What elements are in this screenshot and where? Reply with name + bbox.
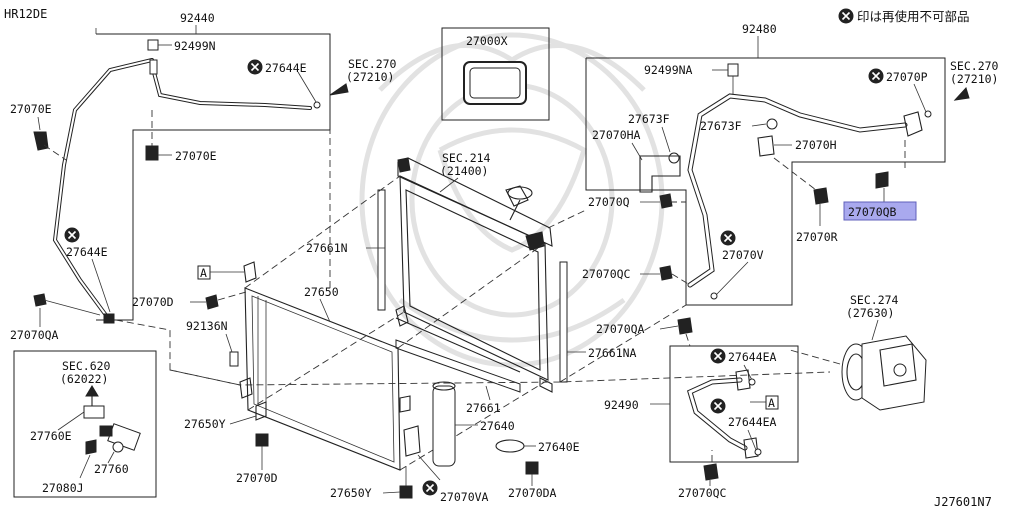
hose-assembly-92490: 92490 27070QA 27644EA A 27644EA xyxy=(596,317,799,500)
sec-214-sub: (21400) xyxy=(440,164,488,178)
part-label-27070QC-bottom: 27070QC xyxy=(678,486,727,500)
part-label-92136N: 92136N xyxy=(186,319,228,333)
part-label-27070HA: 27070HA xyxy=(592,128,641,142)
part-label-27644E-top: 27644E xyxy=(265,61,307,75)
part-label-92499NA: 92499NA xyxy=(644,63,693,77)
sec-270-right: SEC.270 xyxy=(950,59,999,73)
part-label-27070DA: 27070DA xyxy=(508,486,557,500)
part-label-27673F-left: 27673F xyxy=(628,112,670,126)
part-label-27070E-left: 27070E xyxy=(10,102,52,116)
non-reusable-x-icon xyxy=(247,59,263,75)
part-label-27644EA-bottom: 27644EA xyxy=(728,415,777,429)
part-label-92490: 92490 xyxy=(604,398,639,412)
connector xyxy=(559,304,687,383)
model-code: HR12DE xyxy=(4,7,47,21)
part-label-27070VA: 27070VA xyxy=(440,490,489,504)
sec-620-sub: (62022) xyxy=(60,372,108,386)
ref-box-a-1: A xyxy=(200,266,207,280)
part-label-27760E: 27760E xyxy=(30,429,72,443)
service-kit-27000X: 27000X xyxy=(441,27,550,121)
part-label-27661N: 27661N xyxy=(306,241,348,255)
receiver-drier-27640: 27640 27640E 27070DA 27070VA xyxy=(399,381,580,504)
pipe-assembly-92440: 92440 92499N 27070E 27644E SEC.270 (2721… xyxy=(10,11,397,386)
part-label-27644E-left: 27644E xyxy=(66,245,108,259)
sec-274-sub: (27630) xyxy=(846,306,894,320)
part-label-27070R: 27070R xyxy=(796,230,838,244)
part-label-27070D-top: 27070D xyxy=(132,295,174,309)
non-reusable-x-icon xyxy=(838,8,854,24)
part-label-27070D-bottom: 27070D xyxy=(236,471,278,485)
part-label-27080J: 27080J xyxy=(42,481,84,495)
pressure-sensor-box: SEC.620 (62022) 27760E 27760 27080J xyxy=(13,350,157,498)
non-reusable-notice: 印は再使用不可部品 xyxy=(857,9,970,24)
part-label-27650Y-left: 27650Y xyxy=(184,417,226,431)
sec-270-right-sub: (27210) xyxy=(950,72,998,86)
part-label-27070E-mid: 27070E xyxy=(175,149,217,163)
sec-270-left: SEC.270 xyxy=(348,57,397,71)
part-label-27760: 27760 xyxy=(94,462,129,476)
non-reusable-x-icon xyxy=(710,348,726,364)
non-reusable-x-icon xyxy=(710,398,726,414)
part-label-92440: 92440 xyxy=(180,11,215,25)
part-label-92499N: 92499N xyxy=(174,39,216,53)
condenser-27650: 27650 27070D A 92136N 27650Y 27070D 2765… xyxy=(132,130,549,500)
non-reusable-x-icon xyxy=(422,480,438,496)
part-label-27673F-right: 27673F xyxy=(700,119,742,133)
part-label-27640: 27640 xyxy=(480,419,515,433)
part-label-27000X: 27000X xyxy=(466,34,508,48)
hose-assembly-92480: 92480 92499NA 27070P SEC.270 (27210) 276… xyxy=(582,22,999,306)
part-label-27644EA-top: 27644EA xyxy=(728,350,777,364)
sec-274: SEC.274 xyxy=(850,293,899,307)
part-label-27640E: 27640E xyxy=(538,440,580,454)
non-reusable-x-icon xyxy=(720,230,736,246)
part-label-27650Y-bottom: 27650Y xyxy=(330,486,372,500)
part-label-27070QC-top: 27070QC xyxy=(582,267,631,281)
sec-270-left-sub: (27210) xyxy=(346,70,394,84)
part-label-27650: 27650 xyxy=(304,285,339,299)
part-label-27070V: 27070V xyxy=(722,248,764,262)
part-label-27070QA-right: 27070QA xyxy=(596,322,645,336)
non-reusable-x-icon xyxy=(868,68,884,84)
non-reusable-x-icon xyxy=(64,227,80,243)
sec-214: SEC.214 xyxy=(442,151,491,165)
sec-620: SEC.620 xyxy=(62,359,111,373)
part-label-27070Q: 27070Q xyxy=(588,195,630,209)
part-label-27070P: 27070P xyxy=(886,70,928,84)
part-label-27070H: 27070H xyxy=(795,138,837,152)
part-label-27070QB[interactable]: 27070QB xyxy=(848,205,897,219)
diagram-id: J27601N7 xyxy=(934,495,992,509)
highlighted-part-27070QB[interactable] xyxy=(843,201,917,221)
part-label-27661NA: 27661NA xyxy=(588,346,637,360)
part-label-27070QA-left: 27070QA xyxy=(10,328,59,342)
radiator: SEC.214 (21400) 27661N 27661NA 27661 xyxy=(306,151,637,415)
ref-box-a-2: A xyxy=(768,396,775,410)
part-label-27661: 27661 xyxy=(466,401,501,415)
part-label-92480: 92480 xyxy=(742,22,777,36)
compressor: SEC.274 (27630) xyxy=(169,293,927,411)
connector xyxy=(547,209,587,229)
